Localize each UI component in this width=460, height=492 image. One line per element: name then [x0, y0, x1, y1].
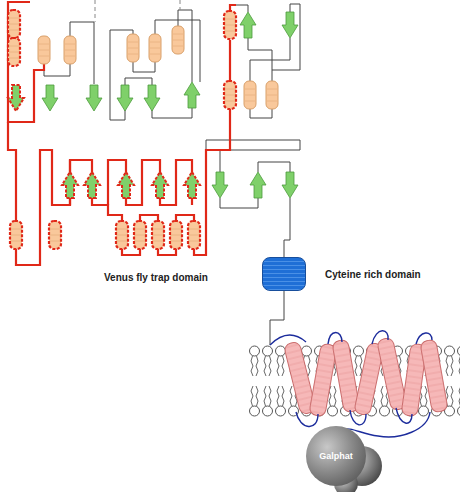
g-protein-sphere: Galphat [306, 426, 366, 486]
subunit-label: Galphat [319, 451, 353, 461]
domain-box: Cyteine rich domain [262, 257, 306, 291]
domain-caption: Venus fly trap domain [104, 272, 208, 283]
domain-label: Cyteine rich domain [325, 269, 421, 280]
